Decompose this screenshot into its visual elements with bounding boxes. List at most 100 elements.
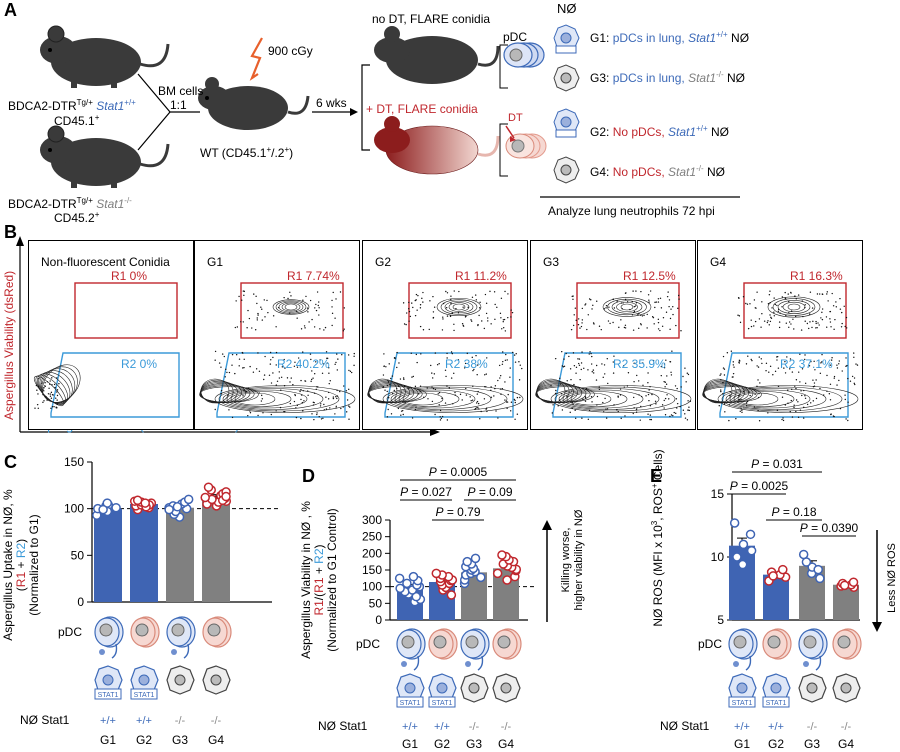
- event-dot: [235, 300, 237, 302]
- event-dot: [787, 389, 789, 391]
- event-dot: [58, 383, 60, 385]
- event-dot: [45, 396, 47, 398]
- event-dot: [668, 398, 670, 400]
- event-dot: [620, 302, 623, 304]
- event-dot: [499, 312, 502, 315]
- event-dot: [391, 393, 394, 395]
- event-dot: [636, 374, 638, 377]
- event-dot: [220, 393, 223, 395]
- event-dot: [732, 376, 734, 378]
- event-dot: [258, 392, 260, 394]
- event-dot: [261, 308, 263, 310]
- event-dot: [588, 298, 591, 300]
- r1-percentage: R1 7.74%: [287, 269, 340, 283]
- event-dot: [838, 379, 840, 382]
- event-dot: [509, 367, 511, 369]
- event-dot: [607, 382, 609, 385]
- event-dot: [624, 298, 627, 301]
- event-dot: [387, 379, 389, 382]
- event-dot: [578, 364, 581, 367]
- event-dot: [256, 319, 259, 321]
- event-dot: [785, 314, 787, 317]
- event-dot: [462, 306, 464, 308]
- event-dot: [510, 316, 512, 318]
- event-dot: [821, 353, 823, 356]
- event-dot: [326, 357, 329, 360]
- event-dot: [646, 313, 648, 316]
- event-dot: [554, 392, 557, 395]
- event-dot: [470, 319, 472, 321]
- event-dot: [757, 379, 759, 381]
- event-dot: [415, 293, 418, 296]
- event-dot: [784, 404, 787, 406]
- event-dot: [335, 405, 337, 408]
- event-dot: [804, 320, 806, 322]
- event-dot: [773, 297, 775, 299]
- event-dot: [652, 316, 655, 319]
- event-dot: [573, 383, 575, 386]
- event-dot: [562, 366, 565, 368]
- event-dot: [738, 398, 740, 401]
- event-dot: [389, 383, 391, 386]
- event-dot: [256, 302, 258, 305]
- event-dot: [565, 390, 567, 393]
- stat1-badge-label: STAT1: [432, 700, 453, 707]
- event-dot: [411, 302, 413, 304]
- event-dot: [37, 407, 40, 409]
- event-dot: [590, 363, 593, 365]
- event-dot: [497, 379, 499, 382]
- event-dot: [795, 399, 798, 401]
- event-dot: [732, 372, 735, 375]
- event-dot: [749, 303, 751, 305]
- event-dot: [743, 406, 745, 408]
- event-dot: [607, 320, 610, 322]
- event-dot: [771, 307, 773, 309]
- event-dot: [511, 351, 514, 354]
- event-dot: [754, 393, 756, 395]
- event-dot: [563, 365, 566, 368]
- event-dot: [471, 320, 473, 322]
- density-contour: [566, 391, 628, 407]
- event-dot: [843, 305, 845, 307]
- event-dot: [659, 297, 662, 299]
- event-dot: [238, 365, 240, 367]
- event-dot: [500, 393, 502, 396]
- event-dot: [398, 385, 400, 387]
- event-dot: [243, 358, 245, 360]
- event-dot: [596, 300, 598, 302]
- event-dot: [663, 367, 666, 369]
- event-dot: [797, 401, 799, 403]
- event-dot: [325, 408, 328, 410]
- event-dot: [263, 378, 265, 381]
- event-dot: [598, 386, 600, 388]
- event-dot: [325, 351, 328, 353]
- event-dot: [393, 389, 395, 392]
- event-dot: [257, 414, 259, 417]
- neutrophil-nucleus: [138, 674, 150, 686]
- r2-gate: [719, 352, 849, 418]
- event-dot: [674, 385, 677, 387]
- data-point: [798, 549, 809, 560]
- y-tick-label: 150: [362, 563, 382, 577]
- event-dot: [624, 327, 627, 329]
- event-dot: [320, 403, 322, 405]
- event-dot: [432, 295, 434, 298]
- event-dot: [672, 313, 674, 316]
- event-dot: [619, 394, 622, 396]
- event-dot: [300, 379, 302, 382]
- event-dot: [581, 417, 583, 419]
- event-dot: [474, 294, 477, 296]
- event-dot: [431, 372, 433, 374]
- event-dot: [784, 291, 786, 294]
- plus-dt-label: + DT, FLARE conidia: [366, 102, 478, 116]
- event-dot: [726, 352, 729, 354]
- density-contour: [230, 391, 292, 407]
- event-dot: [676, 387, 678, 390]
- event-dot: [657, 321, 660, 324]
- event-dot: [331, 324, 333, 327]
- event-dot: [442, 316, 444, 318]
- event-dot: [485, 302, 488, 304]
- panel-b-axes: [16, 236, 440, 436]
- donor-mouse-2-icon: [40, 125, 170, 188]
